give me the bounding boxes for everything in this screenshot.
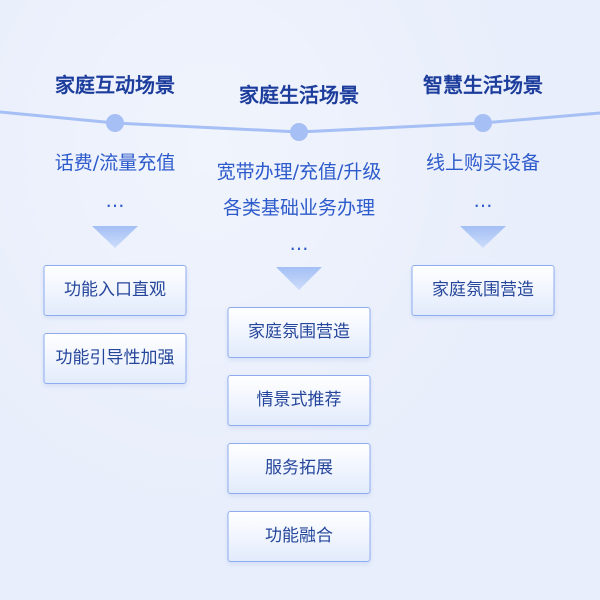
feature-box: 家庭氛围营造 <box>227 307 371 358</box>
scenario-title: 家庭生活场景 <box>239 83 359 107</box>
scenario-column-smart-life: 智慧生活场景 线上购买设备 … 家庭氛围营造 <box>383 0 583 600</box>
ellipsis: … <box>473 190 493 212</box>
down-arrow-icon <box>460 226 506 248</box>
timeline-node-icon <box>290 123 308 141</box>
timeline-node-icon <box>474 114 492 132</box>
ellipsis: … <box>105 190 125 212</box>
timeline-node-icon <box>106 114 124 132</box>
scenario-column-home-interaction: 家庭互动场景 话费/流量充值 … 功能入口直观 功能引导性加强 <box>15 0 215 600</box>
feature-box: 功能融合 <box>227 511 371 562</box>
feature-box: 功能入口直观 <box>43 265 187 316</box>
timeline <box>0 110 600 141</box>
down-arrow-icon <box>276 267 322 290</box>
scenario-detail: 线上购买设备 <box>425 152 540 174</box>
feature-box: 功能引导性加强 <box>43 333 187 384</box>
feature-box: 家庭氛围营造 <box>411 265 555 316</box>
scenario-detail: 话费/流量充值 <box>54 152 176 174</box>
ellipsis: … <box>289 233 309 255</box>
feature-box: 服务拓展 <box>227 443 371 494</box>
scenario-detail: 宽带办理/充值/升级 <box>216 161 382 183</box>
scenario-title: 家庭互动场景 <box>55 73 175 97</box>
feature-box: 情景式推荐 <box>227 375 371 426</box>
down-arrow-icon <box>92 226 138 248</box>
scenario-title: 智慧生活场景 <box>423 73 543 97</box>
scenario-detail: 各类基础业务办理 <box>222 197 375 219</box>
scenario-column-home-life: 家庭生活场景 宽带办理/充值/升级 各类基础业务办理 … 家庭氛围营造 情景式推… <box>199 0 399 600</box>
